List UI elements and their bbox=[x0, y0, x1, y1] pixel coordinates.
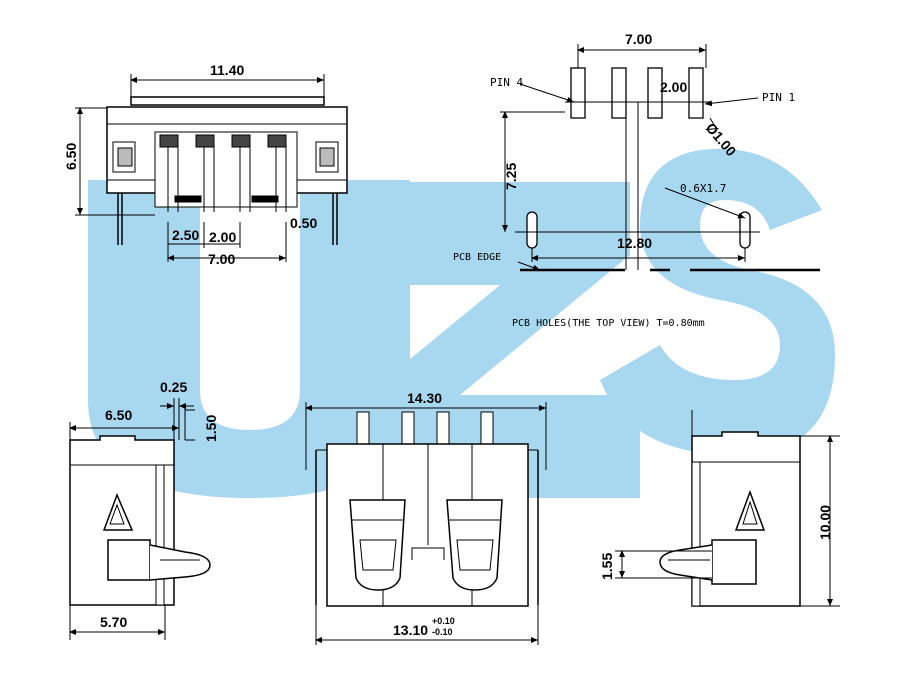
pcb-offset-dim: 7.25 bbox=[503, 163, 519, 190]
pin1-label: PIN 1 bbox=[762, 91, 795, 104]
front-view bbox=[305, 402, 547, 645]
pcb-span-top: 7.00 bbox=[625, 31, 652, 47]
top-width-dim: 11.40 bbox=[210, 62, 244, 78]
side-view-left bbox=[69, 398, 211, 640]
pitch-c-dim: 0.50 bbox=[290, 215, 317, 231]
pcb-edge-label: PCB EDGE bbox=[453, 252, 501, 263]
top-height-dim: 6.50 bbox=[63, 143, 79, 170]
pcb-layout bbox=[500, 44, 820, 272]
front-top-width-dim: 14.30 bbox=[407, 390, 442, 406]
side-bottom-width-dim: 5.70 bbox=[100, 614, 127, 630]
front-bottom-width-dim: 13.10 bbox=[393, 622, 428, 638]
pitch-a-dim: 2.50 bbox=[172, 227, 199, 243]
tol-plus: +0.10 bbox=[432, 616, 455, 626]
side-depth-dim: 6.50 bbox=[105, 407, 132, 423]
right-height-dim: 10.00 bbox=[817, 505, 833, 540]
pcb-pitch-dim: 2.00 bbox=[660, 79, 687, 95]
side-height-small-dim: 1.50 bbox=[203, 415, 219, 442]
top-span-dim: 7.00 bbox=[208, 251, 235, 267]
tol-minus: -0.10 bbox=[432, 627, 453, 637]
side-view-right bbox=[615, 410, 840, 607]
slot-span-dim: 12.80 bbox=[617, 235, 652, 251]
pcb-holes-note: PCB HOLES(THE TOP VIEW) T=0.80mm bbox=[512, 318, 705, 329]
right-tab-height-dim: 1.55 bbox=[599, 553, 615, 580]
pin4-label: PIN 4 bbox=[490, 76, 523, 89]
slot-size-label: 0.6X1.7 bbox=[680, 182, 726, 195]
top-view bbox=[75, 74, 348, 262]
watermark-i bbox=[590, 410, 600, 490]
pitch-b-dim: 2.00 bbox=[209, 229, 236, 245]
side-gap-dim: 0.25 bbox=[160, 379, 187, 395]
watermark-s bbox=[600, 148, 835, 455]
